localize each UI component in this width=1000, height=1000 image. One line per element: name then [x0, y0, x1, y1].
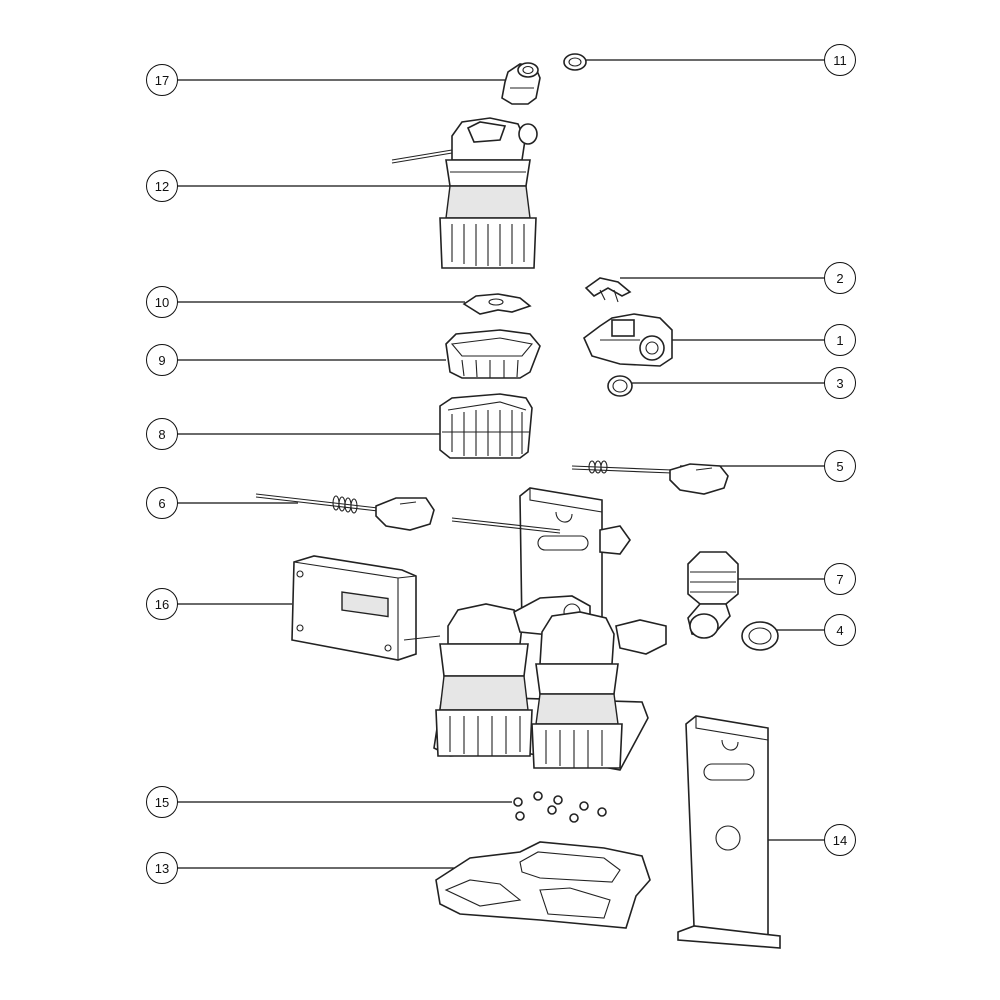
- o-ring-3: [607, 375, 633, 397]
- callout-5[interactable]: 5: [824, 450, 856, 482]
- callout-11[interactable]: 11: [824, 44, 856, 76]
- callout-17[interactable]: 17: [146, 64, 178, 96]
- strainer-basket-8: [439, 393, 533, 459]
- control-box-16: [291, 555, 417, 661]
- impeller-10: [462, 293, 532, 315]
- pump-unit-12: [391, 117, 538, 269]
- clip-2: [584, 277, 632, 303]
- float-switch-6: [255, 493, 435, 531]
- callout-12[interactable]: 12: [146, 170, 178, 202]
- callout-7[interactable]: 7: [824, 563, 856, 595]
- callout-13[interactable]: 13: [146, 852, 178, 884]
- callout-14[interactable]: 14: [824, 824, 856, 856]
- callout-4[interactable]: 4: [824, 614, 856, 646]
- callout-16[interactable]: 16: [146, 588, 178, 620]
- assembled-pump-left: [435, 603, 533, 757]
- callout-9[interactable]: 9: [146, 344, 178, 376]
- housing-ring-9: [445, 329, 541, 379]
- valve-1: [583, 313, 673, 367]
- elbow-fitting-17: [501, 62, 541, 105]
- callout-6[interactable]: 6: [146, 487, 178, 519]
- upright-bracket-14: [677, 715, 781, 949]
- lock-nut-4: [741, 621, 779, 651]
- seal-ring-11: [563, 53, 587, 71]
- callout-10[interactable]: 10: [146, 286, 178, 318]
- assembled-pump-right: [403, 611, 623, 769]
- callout-8[interactable]: 8: [146, 418, 178, 450]
- screws-15: [513, 791, 607, 823]
- float-switch-5: [571, 460, 729, 495]
- callout-3[interactable]: 3: [824, 367, 856, 399]
- leader-lines: [176, 59, 824, 869]
- callout-1[interactable]: 1: [824, 324, 856, 356]
- callout-2[interactable]: 2: [824, 262, 856, 294]
- callout-15[interactable]: 15: [146, 786, 178, 818]
- base-plate-13: [435, 841, 651, 929]
- cable-gland-7: [687, 551, 739, 639]
